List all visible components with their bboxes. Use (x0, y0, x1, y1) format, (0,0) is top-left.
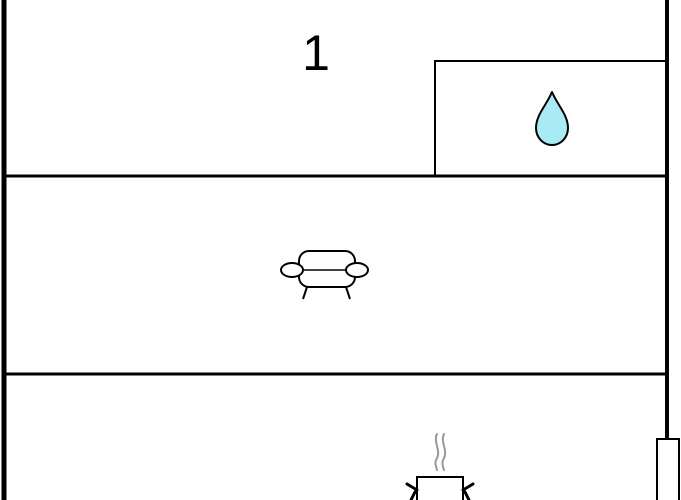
water-drop-icon (535, 91, 569, 146)
sofa-icon (280, 250, 369, 300)
door-frame (656, 438, 680, 500)
stove-icon (405, 433, 475, 500)
room-number: 1 (302, 25, 330, 81)
